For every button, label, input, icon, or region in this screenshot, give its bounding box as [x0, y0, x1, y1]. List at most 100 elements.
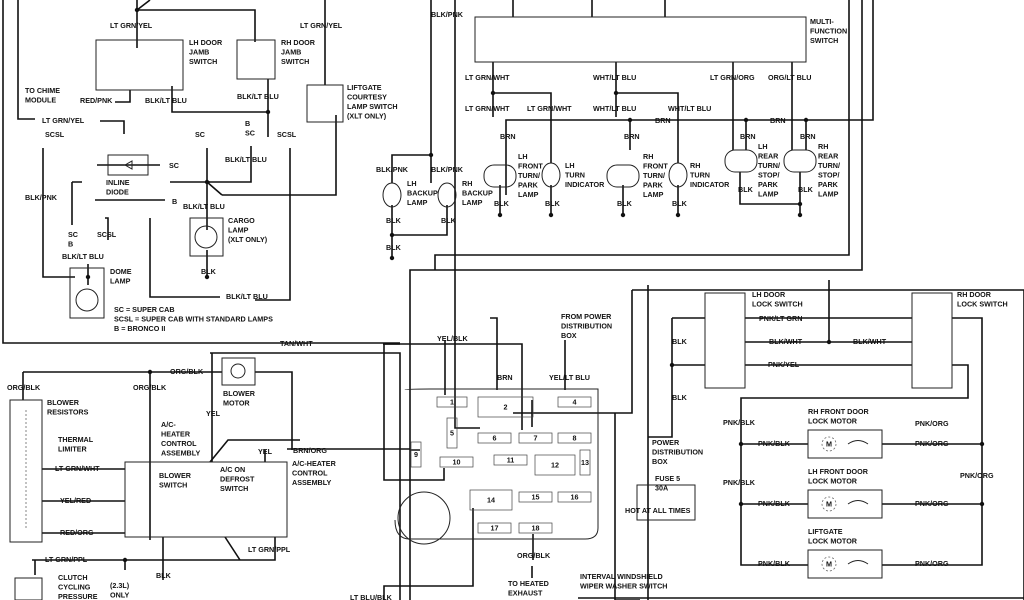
multi-function-switch	[474, 16, 807, 63]
label-w-whtltblu-2: WHT/LT BLU	[593, 104, 636, 113]
lamp-icon	[194, 225, 218, 249]
label-line: RH	[643, 152, 653, 161]
label-line: BLK/PNK	[376, 165, 409, 174]
label-line: LAMP	[407, 198, 428, 207]
lock-actuator-icon	[847, 500, 869, 505]
label-line: BRN	[800, 132, 816, 141]
label-line: PARK	[758, 180, 779, 189]
fuse-12: 12	[534, 454, 576, 476]
fuse-slot	[477, 432, 512, 444]
junction-dot	[675, 212, 681, 218]
label-w-pnkorg-5: PNK/ORG	[915, 559, 949, 568]
label-line: BLK/LT BLU	[226, 292, 268, 301]
label-line: BLK	[441, 216, 457, 225]
label-line: HEATER	[161, 430, 191, 439]
rh-front-turn-lamp	[606, 164, 640, 188]
fuse-slot	[557, 396, 592, 408]
fuse-slot	[518, 522, 553, 534]
label-line: A/C ON	[220, 465, 245, 474]
junction-dot	[979, 501, 985, 507]
label-line: BLOWER	[159, 471, 192, 480]
label-line: TO CHIME	[25, 86, 60, 95]
label-line: LT GRN/WHT	[465, 73, 510, 82]
label-line: BLK/LT BLU	[145, 96, 187, 105]
label-w-pnkyel: PNK/YEL	[768, 360, 800, 369]
label-w-brnorg: BRN/ORG	[293, 446, 327, 455]
junction-dot	[490, 90, 496, 96]
label-line: LH	[565, 161, 575, 170]
label-line: FUSE 5	[655, 474, 680, 483]
label-line: RH	[818, 142, 828, 151]
label-line: ORG/BLK	[170, 367, 204, 376]
label-line: PNK/BLK	[758, 439, 791, 448]
label-line: BLK	[494, 199, 510, 208]
motor-letter: M	[826, 560, 832, 569]
label-v-sc-2: SC	[169, 161, 179, 170]
label-w-blkltblu-2: BLK/LT BLU	[237, 92, 279, 101]
label-line: INTERVAL WINDSHIELD	[580, 572, 663, 581]
dome-lamp	[69, 267, 105, 319]
label-w-ltgrnwht-2: LT GRN/WHT	[465, 104, 510, 113]
fuse-slot	[518, 432, 553, 444]
label-line: CARGO	[228, 216, 255, 225]
fuse-18: 18	[518, 522, 553, 534]
label-line: ASSEMBLY	[161, 449, 200, 458]
label-line: PNK/ORG	[915, 559, 949, 568]
junction-dot	[428, 152, 434, 158]
junction-dot	[548, 212, 554, 218]
label-line: INDICATOR	[565, 180, 605, 189]
fuse-number: 13	[581, 458, 589, 467]
junction-dot	[497, 212, 503, 218]
label-w-pnkblk-3: PNK/BLK	[723, 478, 756, 487]
label-w-whtltblu-3: WHT/LT BLU	[668, 104, 711, 113]
label-w-pnkblk-5: PNK/BLK	[758, 559, 791, 568]
label-line: COURTESY	[347, 93, 387, 102]
label-g-blk-10: BLK	[156, 571, 172, 580]
label-line: LAMP	[228, 226, 249, 235]
label-line: INLINE	[106, 178, 130, 187]
label-line: BLK	[545, 199, 561, 208]
label-w-blkwht-2: BLK/WHT	[853, 337, 887, 346]
junction-dot	[627, 117, 633, 123]
label-line: RED/PNK	[80, 96, 113, 105]
label-w-yelblk: YEL/BLK	[437, 334, 469, 343]
label-line: PARK	[518, 181, 539, 190]
label-w-ltgrnyel-top: LT GRN/YEL	[110, 21, 153, 30]
label-line: BACKUP	[407, 189, 438, 198]
fuse-slot	[410, 441, 422, 468]
label-line: BLK	[156, 571, 172, 580]
label-line: LOCK MOTOR	[808, 537, 858, 546]
fuse-slot	[557, 491, 592, 503]
label-line: SWITCH	[159, 481, 187, 490]
label-w-blkltblu-1: BLK/LT BLU	[145, 96, 187, 105]
fuse-number: 17	[491, 524, 499, 533]
label-line: BOX	[561, 331, 577, 340]
label-line: CLUTCH	[58, 573, 88, 582]
label-line: LH	[518, 152, 528, 161]
fuse-15: 15	[518, 491, 553, 503]
motor-icon	[821, 496, 837, 512]
fuse-number: 12	[551, 461, 559, 470]
label-w-ltgrnorg: LT GRN/ORG	[710, 73, 755, 82]
label-line: LAMP	[518, 190, 539, 199]
label-w-whtltblu-1: WHT/LT BLU	[593, 73, 636, 82]
label-w-blkpnk-3: BLK/PNK	[431, 165, 464, 174]
label-line: LT GRN/ORG	[710, 73, 755, 82]
junction-dot	[738, 441, 744, 447]
label-line: BLK/LT BLU	[62, 252, 104, 261]
lock-actuator-icon	[847, 440, 869, 445]
motor-letter: M	[826, 440, 832, 449]
label-line: BACKUP	[462, 189, 493, 198]
label-line: BLK/WHT	[769, 337, 803, 346]
label-line: STOP/	[818, 171, 839, 180]
label-line: LT BLU/BLK	[350, 593, 393, 600]
